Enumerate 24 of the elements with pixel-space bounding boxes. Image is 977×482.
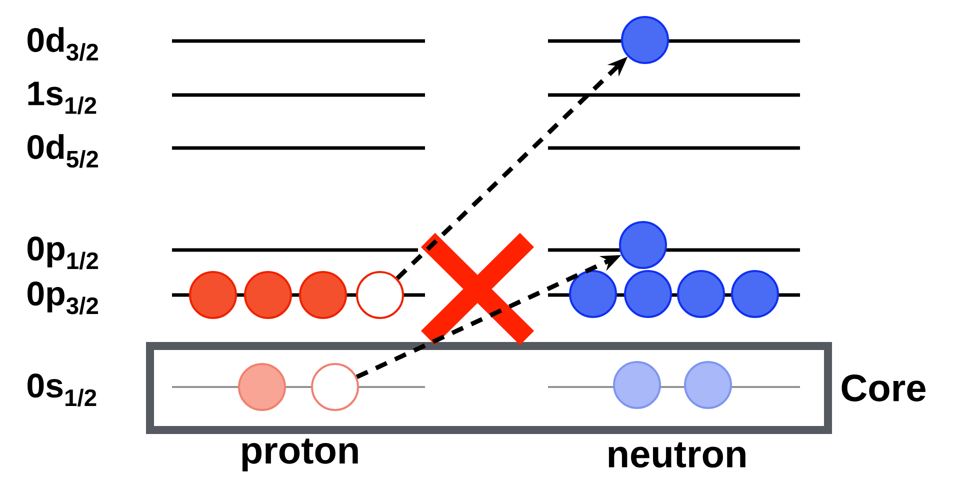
level-label: 1s$_{1/2}$ [28, 82, 96, 114]
nucleon-circle [569, 270, 617, 318]
level-label: 0s$_{1/2}$ [28, 374, 96, 406]
nucleon-circle [621, 16, 669, 64]
nucleon-circle [238, 363, 286, 411]
nucleon-circle [356, 271, 404, 319]
level-label: 0d$_{3/2}$ [28, 27, 98, 61]
node-label: Core [842, 374, 926, 402]
column-label: proton [242, 438, 358, 472]
level-label: 0d$_{5/2}$ [28, 134, 98, 168]
nucleon-circle [684, 361, 732, 409]
nucleon-circle [613, 361, 661, 409]
nucleon-circle [677, 270, 725, 318]
nucleon-circle [311, 363, 359, 411]
nucleon-circle [189, 271, 237, 319]
nucleon-circle [299, 271, 347, 319]
nucleon-circle [624, 270, 672, 318]
nucleon-circle [731, 270, 779, 318]
level-label: 0p$_{1/2}$ [28, 236, 98, 270]
nucleon-circle [244, 271, 292, 319]
core-box: Core [146, 342, 926, 434]
level-label: 0p$_{3/2}$ [28, 282, 98, 314]
nucleon-circle [619, 221, 667, 269]
column-label: neutron [608, 442, 746, 468]
